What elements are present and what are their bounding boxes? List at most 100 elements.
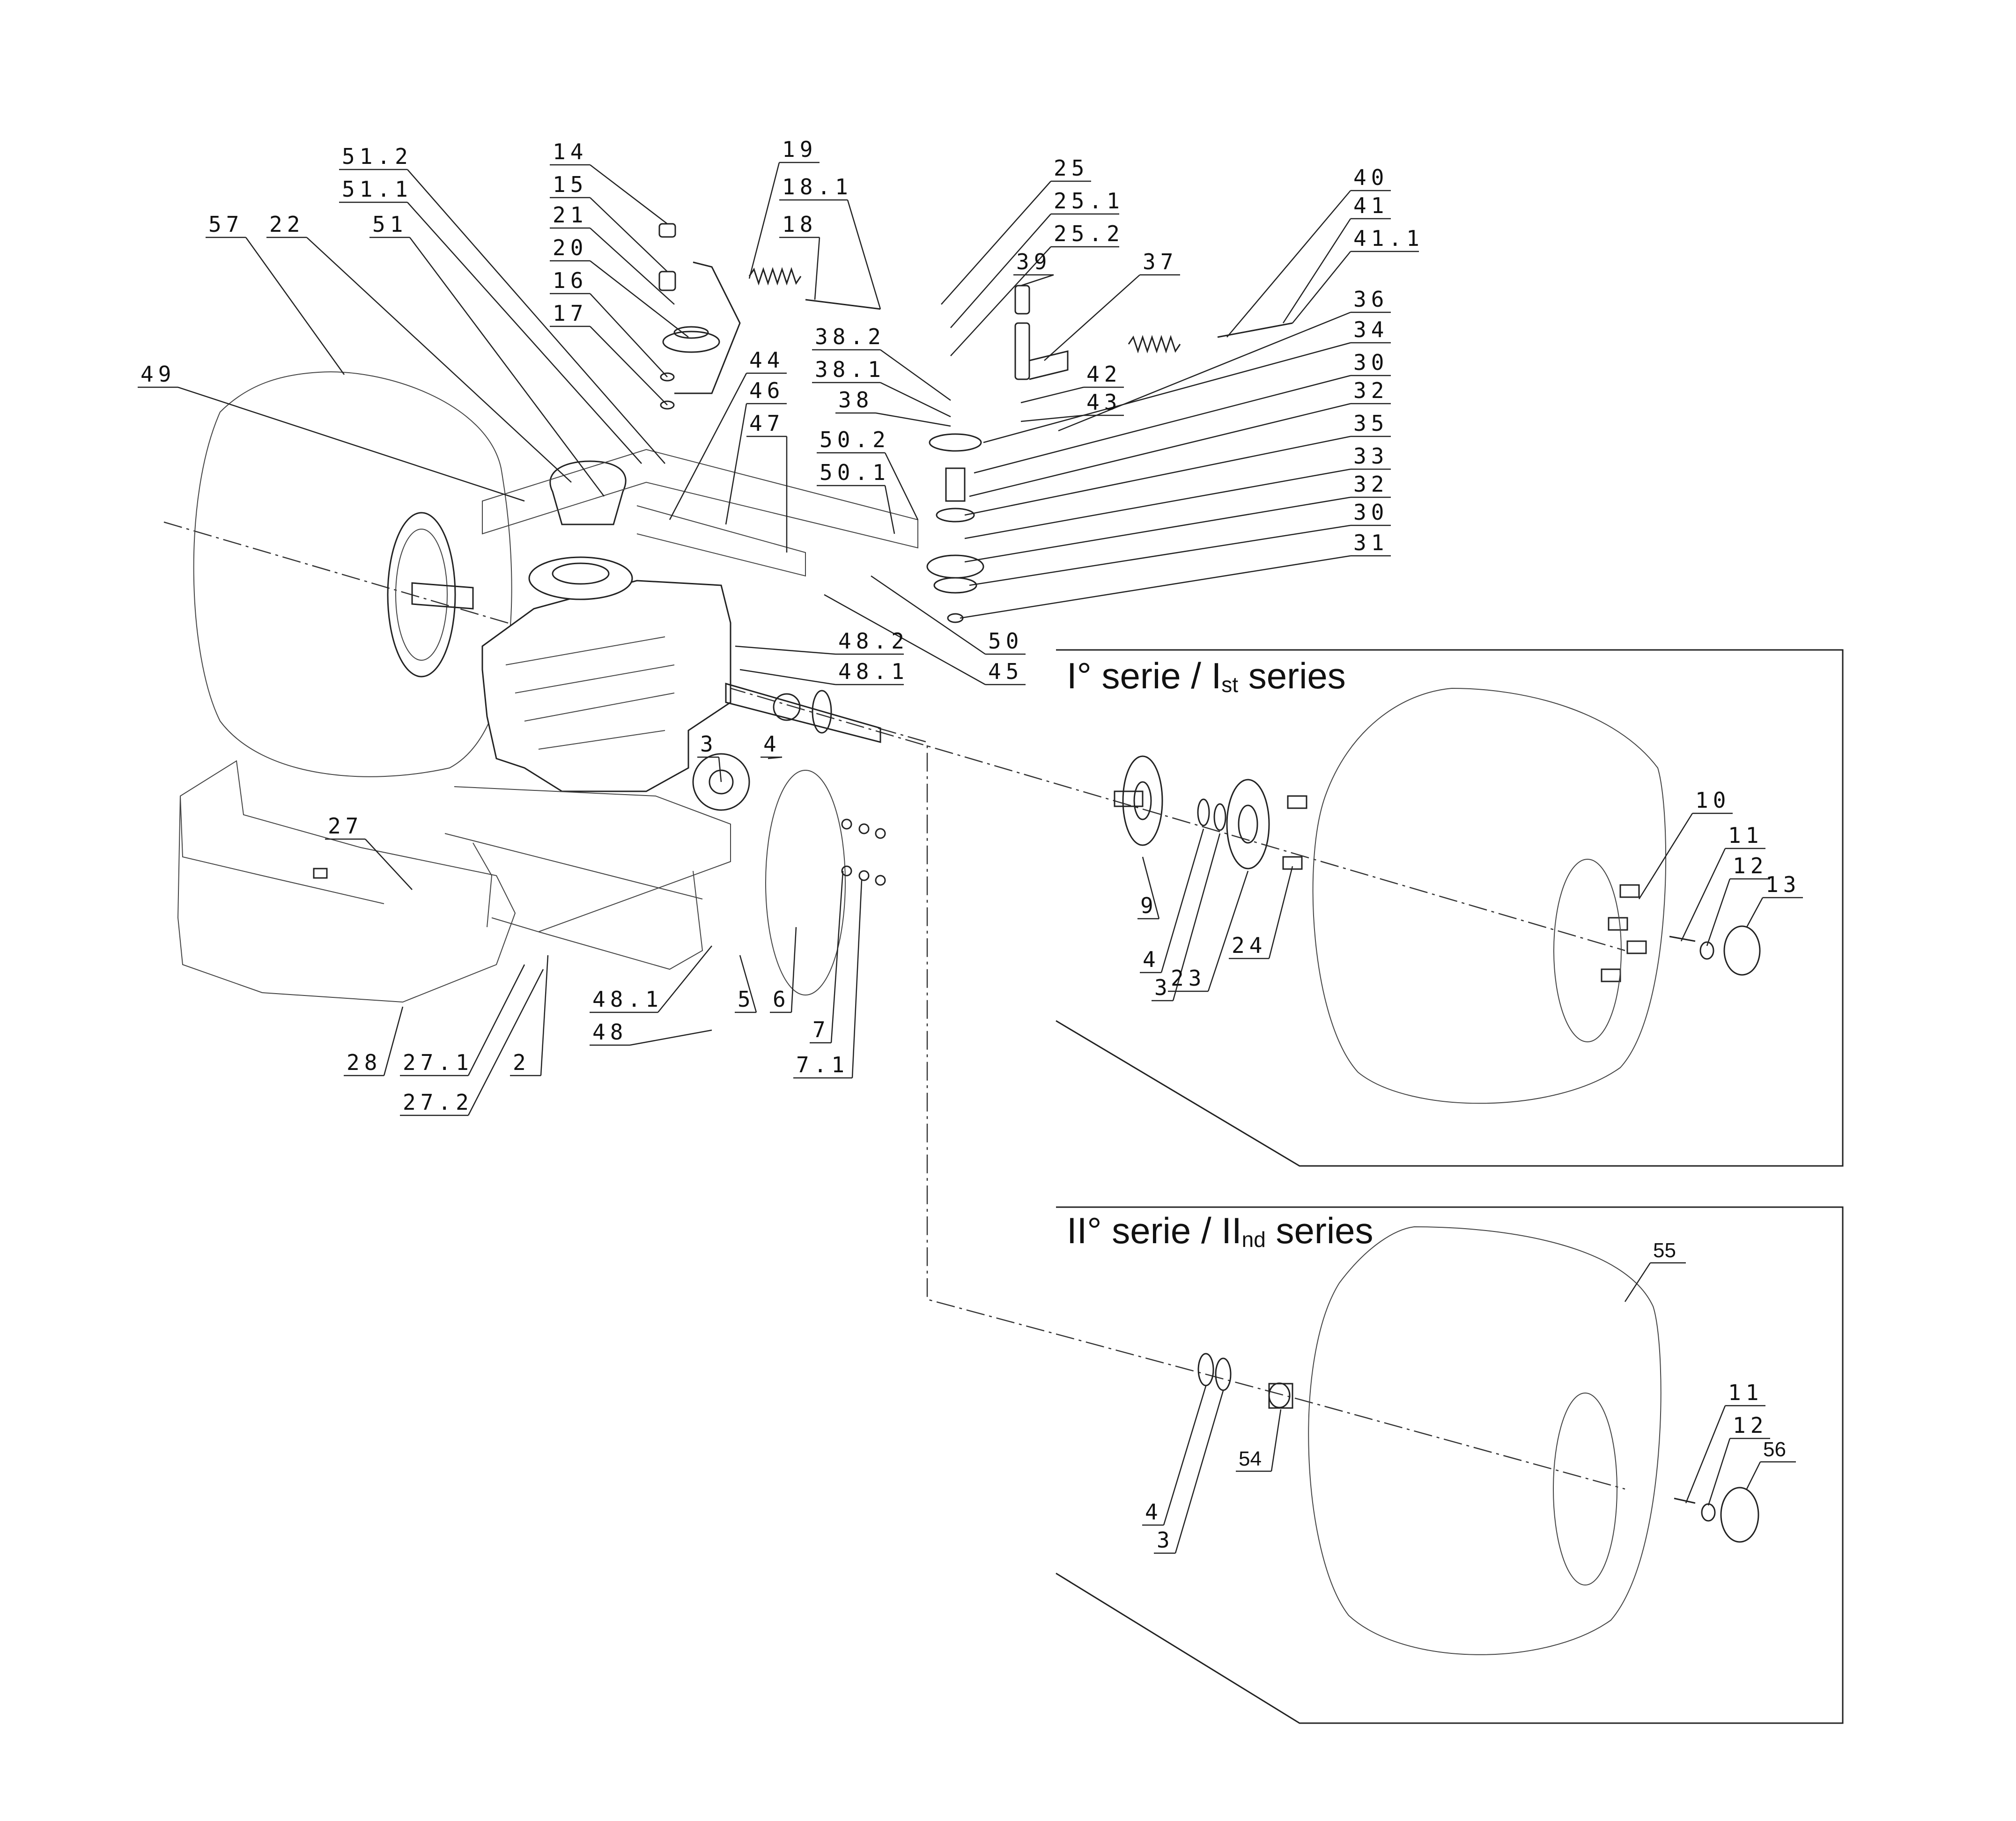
- callout-l9: 9: [1137, 856, 1160, 920]
- part-number-label: 44: [749, 347, 784, 373]
- callout-l13: 13: [1746, 872, 1803, 928]
- leader-line: [960, 555, 1351, 619]
- leader-line: [969, 524, 1351, 586]
- part-number-label: 31: [1353, 530, 1388, 555]
- leader-line: [1270, 1409, 1282, 1472]
- series-2-washers: [1197, 1353, 1232, 1391]
- callout-l10: 10: [1638, 788, 1733, 899]
- leader-line: [974, 375, 1351, 474]
- leader-line: [1638, 813, 1693, 899]
- callout-l27-2: 27.2: [400, 969, 544, 1116]
- part-number-label: 5: [738, 987, 755, 1012]
- callout-l44: 44: [669, 347, 787, 520]
- callout-l57: 57: [206, 212, 345, 375]
- series-1-hub: [1114, 755, 1163, 846]
- part-number-label: 51.1: [342, 177, 413, 202]
- leader-line: [1044, 274, 1140, 361]
- leader-line: [1685, 1405, 1726, 1504]
- part-number-label: 20: [553, 235, 588, 260]
- leader-line: [1020, 386, 1084, 404]
- leader-line: [1746, 1461, 1761, 1489]
- callout-l32a: 32: [969, 378, 1391, 497]
- part-number-label: 40: [1353, 165, 1388, 190]
- part-number-label: 3: [1154, 975, 1172, 1000]
- callout-l20: 20: [550, 235, 689, 338]
- callout-l37: 37: [1044, 249, 1180, 361]
- leader-line: [790, 927, 797, 1013]
- callout-l12a: 12: [1706, 853, 1770, 946]
- leader-line: [1292, 251, 1351, 324]
- leader-line: [467, 964, 525, 1076]
- part-number-label: 2: [513, 1050, 531, 1075]
- callout-l12b: 12: [1707, 1413, 1770, 1506]
- part-number-label: 18: [782, 212, 817, 237]
- callout-l38: 38: [835, 387, 951, 427]
- callout-l47: 47: [746, 411, 788, 553]
- part-number-label: 13: [1765, 872, 1801, 897]
- part-number-label: 35: [1353, 411, 1388, 436]
- part-number-label: 46: [749, 378, 784, 403]
- leader-line: [1680, 848, 1726, 942]
- leader-line: [875, 412, 951, 427]
- leader-line: [871, 575, 986, 655]
- axle-centerline: [163, 521, 1625, 1490]
- part-number-label: 48.1: [838, 659, 909, 684]
- leader-line: [1707, 1438, 1731, 1506]
- part-number-label: 33: [1353, 443, 1388, 469]
- callout-l7: 7: [810, 870, 844, 1044]
- callout-l5: 5: [735, 955, 757, 1013]
- part-number-label: 50.2: [820, 427, 890, 452]
- series-1-washers: [1197, 798, 1226, 831]
- callout-l55: 55: [1624, 1239, 1686, 1302]
- callout-l6: 6: [770, 927, 797, 1013]
- leader-line: [590, 326, 668, 405]
- part-number-label: 32: [1353, 378, 1388, 403]
- callout-l43: 43: [1020, 390, 1124, 422]
- part-number-label: 38.1: [815, 357, 886, 382]
- leader-line: [1058, 311, 1351, 432]
- leader-line: [629, 1029, 712, 1046]
- part-number-label: 47: [749, 411, 784, 436]
- part-number-label: 25: [1054, 155, 1089, 181]
- callout-l50-2: 50.2: [817, 427, 919, 520]
- callout-l3c: 3: [1154, 1390, 1224, 1554]
- part-number-label: 4: [1143, 947, 1160, 972]
- part-number-label: 19: [782, 137, 817, 162]
- part-number-label: 21: [553, 202, 588, 228]
- part-number-label: 55: [1653, 1239, 1676, 1262]
- leader-line: [1282, 218, 1351, 324]
- leader-line: [1624, 1262, 1651, 1302]
- leader-line: [718, 757, 722, 782]
- series-2-spacer: [1268, 1382, 1293, 1409]
- part-number-label: 57: [208, 212, 244, 237]
- rear-fender: [177, 760, 516, 1003]
- callout-l21: 21: [550, 202, 675, 305]
- callout-l4c: 4: [1142, 1386, 1207, 1526]
- leader-line: [590, 197, 668, 272]
- callout-l35: 35: [964, 411, 1391, 516]
- callout-l25-2: 25.2: [950, 221, 1120, 356]
- part-number-label: 38.2: [815, 324, 886, 349]
- leader-line: [407, 169, 665, 464]
- leader-line: [735, 645, 836, 655]
- part-number-label: 27.1: [403, 1050, 473, 1075]
- part-number-label: 11: [1728, 1380, 1763, 1405]
- callout-l15: 15: [550, 172, 668, 272]
- leader-line: [540, 955, 549, 1076]
- series-1-wheel: [1312, 687, 1667, 1104]
- part-number-label: 10: [1695, 788, 1730, 813]
- callout-l2: 2: [510, 955, 549, 1076]
- callout-l11b: 11: [1685, 1380, 1765, 1504]
- callout-l40: 40: [1226, 165, 1391, 338]
- leader-line: [830, 870, 844, 1043]
- callout-l51-1: 51.1: [339, 177, 642, 464]
- callout-l34: 34: [983, 317, 1391, 443]
- leader-line: [739, 669, 836, 686]
- callout-l32b: 32: [964, 472, 1391, 563]
- callout-l30b: 30: [969, 500, 1391, 586]
- leader-line: [880, 382, 951, 418]
- leader-line: [1160, 828, 1204, 973]
- part-number-label: 30: [1353, 500, 1388, 525]
- leader-line: [467, 969, 544, 1116]
- leader-line: [950, 246, 1051, 356]
